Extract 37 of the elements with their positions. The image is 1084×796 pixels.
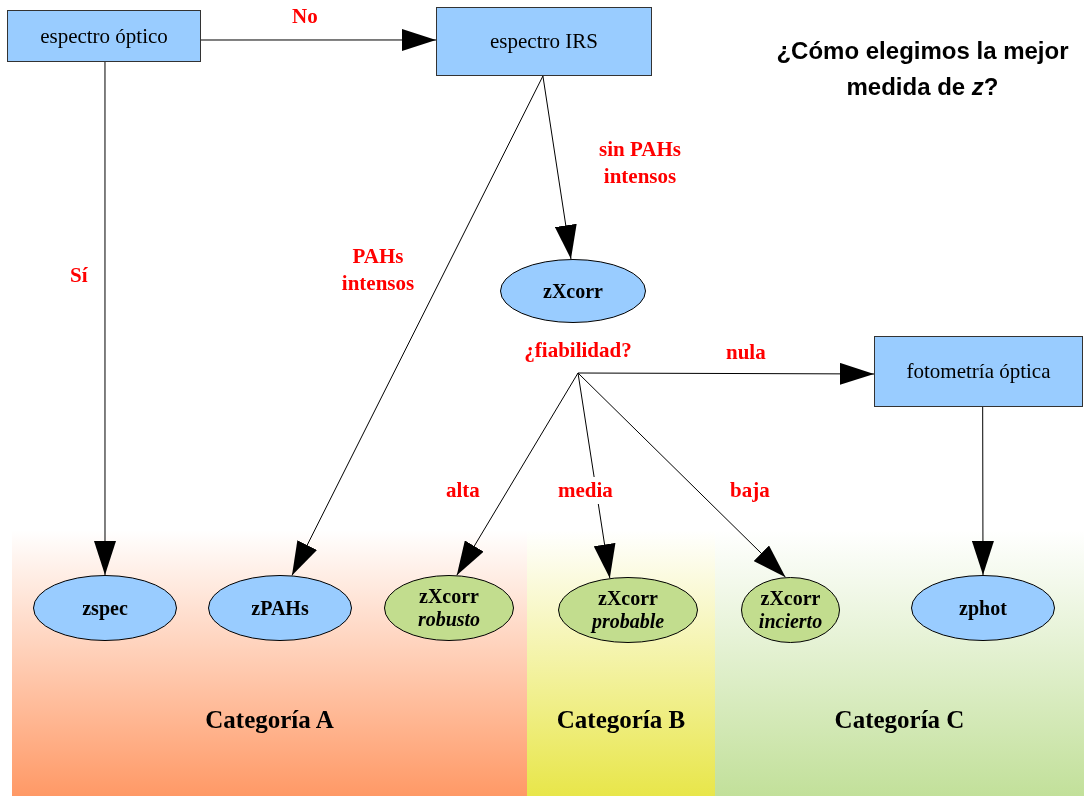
node-text: robusto — [417, 608, 481, 631]
arrow — [291, 75, 544, 576]
title: ¿Cómo elegimos la mejor medida de z? — [775, 36, 1070, 102]
arrow — [456, 372, 579, 576]
ellipse-node — [741, 577, 840, 643]
category-label: Categoría C — [833, 706, 966, 734]
ellipse-node — [208, 575, 352, 641]
edge-label: media — [556, 477, 615, 505]
process-box — [436, 7, 652, 76]
process-box — [7, 10, 201, 62]
arrow — [577, 372, 787, 578]
ellipse-node — [33, 575, 177, 641]
decision-label: ¿fiabilidad? — [524, 338, 632, 363]
arrow — [542, 75, 577, 260]
node-text: zXcorr — [598, 587, 658, 610]
node-text: zspec — [82, 596, 128, 620]
arrow — [971, 406, 994, 576]
ellipse-node — [500, 259, 646, 323]
node-text: fotometría óptica — [906, 359, 1051, 384]
node-text: zXcorr — [419, 585, 479, 608]
node-text: zphot — [959, 596, 1007, 620]
arrow — [577, 362, 875, 385]
category-label: Categoría A — [204, 706, 335, 734]
node-text: probable — [591, 610, 665, 633]
ellipse-node — [558, 577, 698, 643]
node-text: zXcorr — [543, 279, 603, 303]
ellipse-node — [384, 575, 514, 641]
node-text: incierto — [758, 610, 823, 633]
node-text: zPAHs — [251, 596, 309, 620]
arrow — [94, 61, 116, 576]
node-text: espectro IRS — [490, 29, 598, 54]
node-text: espectro óptico — [40, 23, 168, 49]
ellipse-node — [911, 575, 1055, 641]
node-text: zXcorr — [760, 587, 821, 610]
process-box — [874, 336, 1083, 407]
category-label: Categoría B — [555, 706, 687, 734]
arrow — [200, 29, 437, 51]
